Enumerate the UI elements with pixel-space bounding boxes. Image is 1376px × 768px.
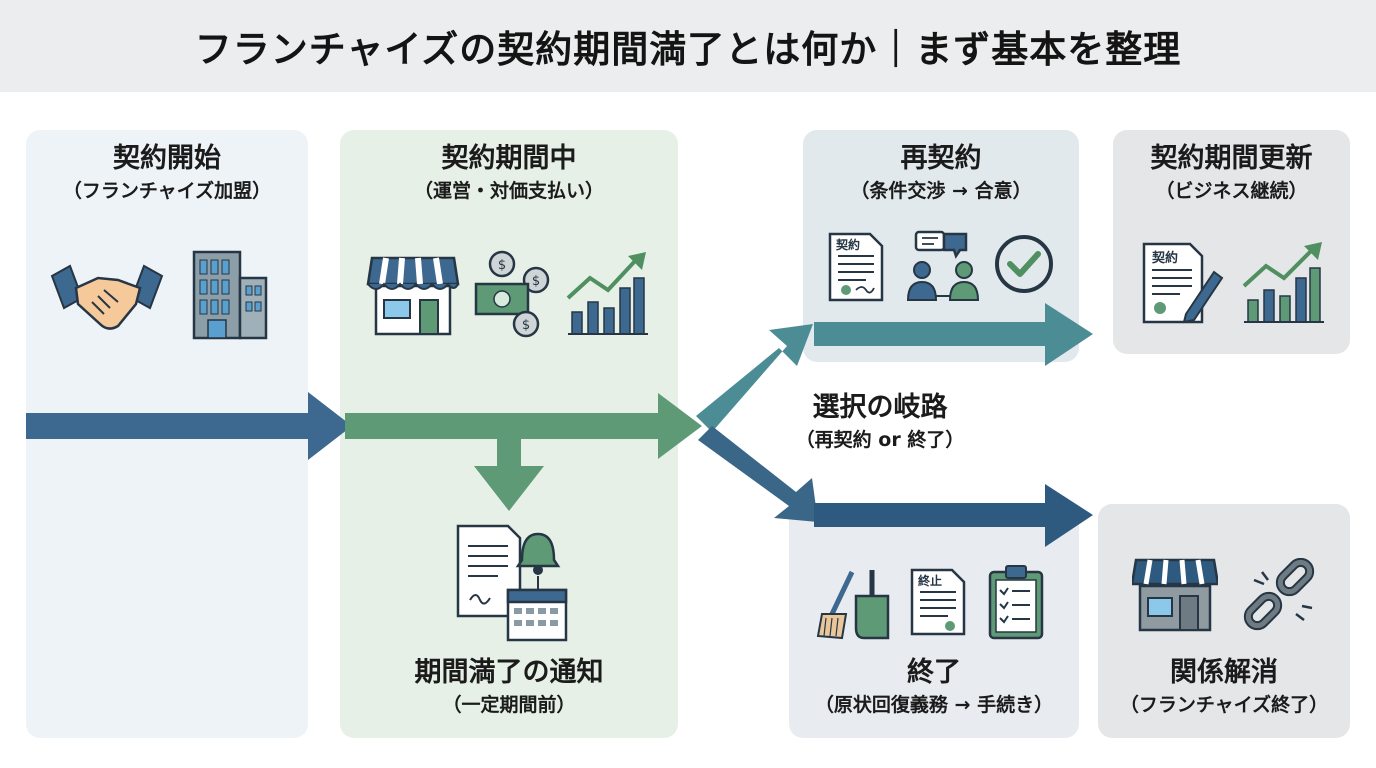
broken-chain-icon bbox=[1243, 558, 1315, 631]
svg-text:$: $ bbox=[498, 258, 506, 273]
stage-contract-update: 契約期間更新 （ビジネス継続） bbox=[1113, 142, 1350, 206]
stage-branch-point: 選択の岐路 （再契約 or 終了） bbox=[770, 391, 990, 455]
stage-title: 関係解消 bbox=[1170, 657, 1278, 688]
document-label: 契約 bbox=[1152, 251, 1179, 266]
closed-storefront-icon bbox=[1132, 558, 1218, 632]
stage-subtitle: （運営・対価支払い） bbox=[413, 180, 604, 202]
stage-contract-period: 契約期間中 （運営・対価支払い） bbox=[340, 142, 678, 206]
arrow-branch-to-end bbox=[698, 426, 818, 522]
svg-text:$: $ bbox=[532, 274, 540, 289]
arrow-start-to-during bbox=[26, 392, 352, 460]
contract-signing-icon: 契約 bbox=[1140, 240, 1224, 326]
handshake-icon bbox=[50, 264, 164, 330]
office-building-icon bbox=[192, 250, 268, 340]
termination-document-icon: 終止 bbox=[908, 566, 968, 638]
stage-subtitle: （フランチャイズ終了） bbox=[1119, 694, 1329, 716]
page-title: フランチャイズの契約期間満了とは何か｜まず基本を整理 bbox=[194, 28, 1182, 71]
stage-subtitle: （フランチャイズ加盟） bbox=[62, 180, 272, 202]
contract-document-icon: 契約 bbox=[826, 230, 886, 304]
title-banner: フランチャイズの契約期間満了とは何か｜まず基本を整理 bbox=[0, 0, 1376, 92]
stage-title: 期間満了の通知 bbox=[414, 657, 604, 688]
money-coins-icon: $ $ $ bbox=[474, 250, 550, 338]
arrow-to-dissolution bbox=[814, 484, 1093, 547]
stage-subtitle: （再契約 or 終了） bbox=[795, 429, 965, 451]
stage-subtitle: （条件交渉 → 合意） bbox=[850, 180, 1032, 202]
stage-expiry-notice: 期間満了の通知 （一定期間前） bbox=[340, 656, 678, 720]
stage-subtitle: （一定期間前） bbox=[442, 694, 576, 716]
arrow-branch-to-renew bbox=[696, 324, 813, 432]
arrow-down-to-notice bbox=[474, 434, 544, 511]
check-circle-icon bbox=[995, 235, 1053, 293]
document-label: 契約 bbox=[836, 238, 861, 252]
stage-contract-start: 契約開始 （フランチャイズ加盟） bbox=[26, 142, 308, 206]
expiry-notice-icon bbox=[456, 524, 568, 642]
stage-title: 契約開始 bbox=[113, 143, 221, 174]
clipboard-checklist-icon bbox=[988, 565, 1044, 640]
stage-title: 契約期間更新 bbox=[1150, 143, 1313, 174]
storefront-icon bbox=[366, 256, 460, 336]
growth-chart-icon bbox=[566, 252, 648, 335]
svg-text:$: $ bbox=[522, 318, 530, 333]
stage-title: 契約期間中 bbox=[441, 143, 577, 174]
stage-title: 再契約 bbox=[900, 143, 982, 174]
document-label: 終止 bbox=[918, 574, 943, 588]
broom-dustpan-icon bbox=[816, 570, 890, 640]
stage-title: 選択の岐路 bbox=[812, 392, 948, 423]
stage-dissolution: 関係解消 （フランチャイズ終了） bbox=[1098, 656, 1350, 720]
stage-subtitle: （ビジネス継続） bbox=[1155, 180, 1308, 202]
stage-subtitle: （原状回復義務 → 手続き） bbox=[814, 694, 1054, 716]
stage-title: 終了 bbox=[907, 657, 961, 688]
stage-recontract: 再契約 （条件交渉 → 合意） bbox=[803, 142, 1079, 206]
negotiation-people-icon bbox=[906, 230, 980, 301]
arrow-to-contract-update bbox=[814, 303, 1093, 366]
stage-termination: 終了 （原状回復義務 → 手続き） bbox=[789, 656, 1079, 720]
growth-chart-icon bbox=[1242, 242, 1324, 323]
arrow-during-to-branch bbox=[345, 393, 702, 459]
